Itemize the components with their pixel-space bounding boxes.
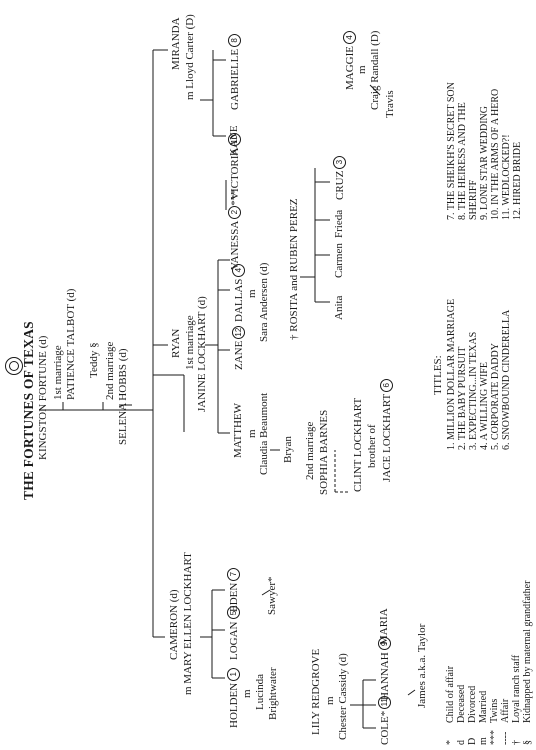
patience-talbot: PATIENCE TALBOT (d) (65, 288, 77, 400)
titles-heading: TITLES: (432, 355, 444, 395)
twins-marker: *** (229, 189, 241, 206)
title-item: 6. SNOWBOUND CINDERELLA (501, 309, 512, 450)
miranda-spouse: m Lloyd Carter (D) (184, 14, 196, 100)
james-taylor: James a.k.a. Taylor (416, 623, 428, 708)
matthew: MATTHEW (232, 403, 244, 458)
lily-married: m (324, 696, 336, 705)
holden: HOLDEN1 (227, 667, 241, 728)
ryan-marriage-2: 2nd marriage (304, 421, 316, 480)
lily-redgrove: LILY REDGROVE (310, 648, 322, 735)
book-number: 4 (343, 31, 356, 44)
cameron-spouse: m MARY ELLEN LOCKHART (182, 552, 194, 695)
carmen: Carmen (333, 243, 345, 278)
holden-spouse-2: Brightwater (267, 667, 279, 720)
marriage-1-label: 1st marriage (52, 345, 64, 400)
book-number: 1 (227, 667, 240, 681)
zane: ZANE12 (232, 325, 246, 370)
ryan: RYAN (170, 328, 182, 358)
book-number: 2 (228, 205, 241, 219)
holden-spouse-1: Lucinda (254, 673, 266, 710)
logan: LOGAN5 (227, 606, 241, 660)
sophia-barnes: SOPHIA BARNES (318, 409, 330, 495)
title-item: 12. HIRED BRIDE (512, 141, 523, 220)
frieda: Frieda (333, 209, 345, 238)
title-item: 11. WEDLOCKED?! (501, 134, 512, 220)
janine-lockhart: JANINE LOCKHART (d) (196, 296, 208, 412)
bryan: Bryan (282, 436, 294, 463)
title-item: 5. CORPORATE DADDY (490, 343, 501, 450)
title-item: 3. EXPECTING...IN TEXAS (468, 331, 479, 450)
title-item: 4. A WILLING WIFE (479, 362, 490, 450)
maggie-married: m (356, 65, 368, 74)
chester-cassidy: Chester Cassidy (d) (337, 653, 349, 740)
maria: MARIA (378, 608, 390, 645)
eden: EDEN7 (227, 567, 241, 612)
clint-lockhart: CLINT LOCKHART (352, 397, 364, 492)
book-number: 4 (232, 263, 245, 277)
cruz: CRUZ3 (333, 155, 347, 200)
brother-of: brother of (366, 424, 378, 468)
title-item: 7. THE SHEIKH'S SECRET SON (446, 82, 457, 220)
book-number: 8 (228, 33, 241, 47)
book-number: 7 (227, 567, 240, 581)
marriage-2-label: 2nd marriage (104, 341, 116, 400)
cameron: CAMERON (d) (168, 589, 180, 660)
title-item: 2. THE BABY PURSUIT (457, 346, 468, 450)
gabrielle: GABRIELLE8 (228, 33, 242, 110)
sawyer: Sawyer* (266, 576, 278, 616)
anita: Anita (333, 295, 345, 320)
title-item: 1. MILLION DOLLAR MARRIAGE (446, 298, 457, 450)
rosita-ruben: † ROSITA and RUBEN PEREZ (288, 198, 300, 340)
cole: COLE*11 (378, 695, 392, 745)
title-item: SHERIFF (468, 179, 479, 220)
root-kingston: KINGSTON FORTUNE (d) (37, 335, 49, 460)
book-number: 6 (380, 378, 393, 392)
book-number: 3 (333, 155, 346, 169)
title-item: 9. LONE STAR WEDDING (479, 105, 490, 220)
book-number: 10 (228, 132, 241, 146)
miranda: MIRANDA (170, 17, 182, 70)
vanessa: VANESSA2*** (228, 189, 241, 270)
book-number: 12 (232, 325, 245, 339)
title-item: 10. IN THE ARMS OF A HERO (490, 88, 501, 220)
selena-hobbs: SELENA HOBBS (d) (117, 348, 129, 445)
holden-married: m (241, 689, 253, 698)
travis: Travis (384, 90, 396, 118)
matthew-spouse: Claudia Beaumont (258, 392, 270, 475)
legend-row: §Kidnapped by maternal grandfather (522, 580, 533, 745)
maggie: MAGGIE4 (343, 31, 357, 90)
hannah: HANNAH9 (378, 637, 392, 700)
teddy: Teddy § (88, 342, 100, 378)
chart-title: THE FORTUNES OF TEXAS (21, 321, 36, 500)
dallas-spouse: Sara Andersen (d) (258, 262, 270, 342)
dallas: DALLAS4 (232, 263, 246, 322)
title-item: 8. THE HEIRESS AND THE (457, 102, 468, 220)
maggie-spouse: Craig Randall (D) (369, 30, 381, 110)
jace-lockhart: JACE LOCKHART6 (380, 378, 394, 482)
